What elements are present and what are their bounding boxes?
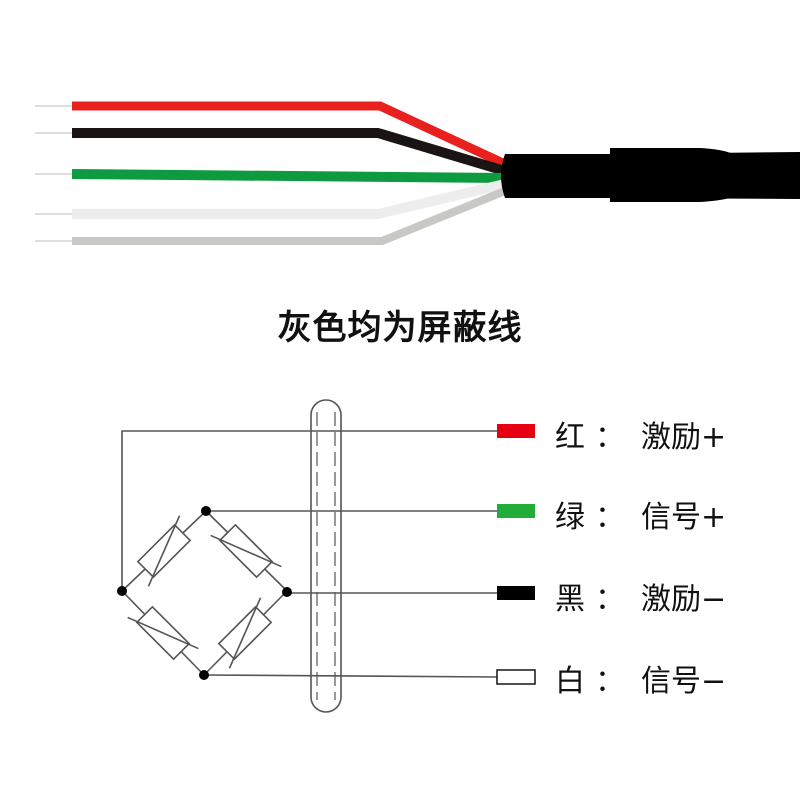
legend-colon: ： [595, 664, 625, 699]
swatch-red [497, 424, 535, 438]
node-top [201, 506, 211, 516]
legend-color-name: 绿 [555, 500, 585, 535]
legend-row-red: 红 ： 激励+ [555, 414, 727, 455]
legend-row-black: 黑 ： 激励− [555, 576, 727, 617]
legend-signal: 激励+ [641, 420, 727, 455]
legend-signal: 信号− [641, 664, 727, 699]
wire-black [72, 128, 507, 176]
lead-excitation-plus [121, 430, 497, 591]
wire-gray [72, 187, 507, 245]
strain-gauge-top-left [136, 515, 192, 587]
legend-color-name: 白 [555, 664, 585, 699]
wire-white [72, 179, 507, 219]
node-left [117, 586, 127, 596]
bridge-schematic [117, 399, 536, 713]
shield-sleeve [310, 399, 342, 713]
legend-signal: 激励− [641, 582, 727, 617]
legend-row-white: 白 ： 信号− [555, 658, 727, 699]
node-right [282, 587, 292, 597]
wire-red [72, 101, 507, 169]
legend-colon: ： [595, 500, 625, 535]
node-bottom [199, 670, 209, 680]
swatch-white [496, 669, 536, 685]
legend-color-name: 黑 [555, 582, 585, 617]
strain-gauge-top-right [210, 523, 282, 579]
swatch-green [497, 504, 535, 518]
legend-colon: ： [595, 420, 625, 455]
caption-shield-note: 灰色均为屏蔽线 [277, 308, 523, 348]
swatch-black [497, 586, 535, 600]
legend-colon: ： [595, 582, 625, 617]
lead-signal-minus [203, 674, 498, 678]
legend-signal: 信号+ [641, 500, 727, 535]
strain-gauge-bottom-right [217, 597, 273, 669]
legend-color-name: 红 [555, 420, 585, 455]
wire-green [71, 169, 506, 183]
cable-sleeve [610, 148, 740, 202]
cable-illustration [35, 101, 800, 245]
strain-gauge-bottom-left [127, 605, 199, 661]
legend-row-green: 绿 ： 信号+ [555, 494, 727, 535]
